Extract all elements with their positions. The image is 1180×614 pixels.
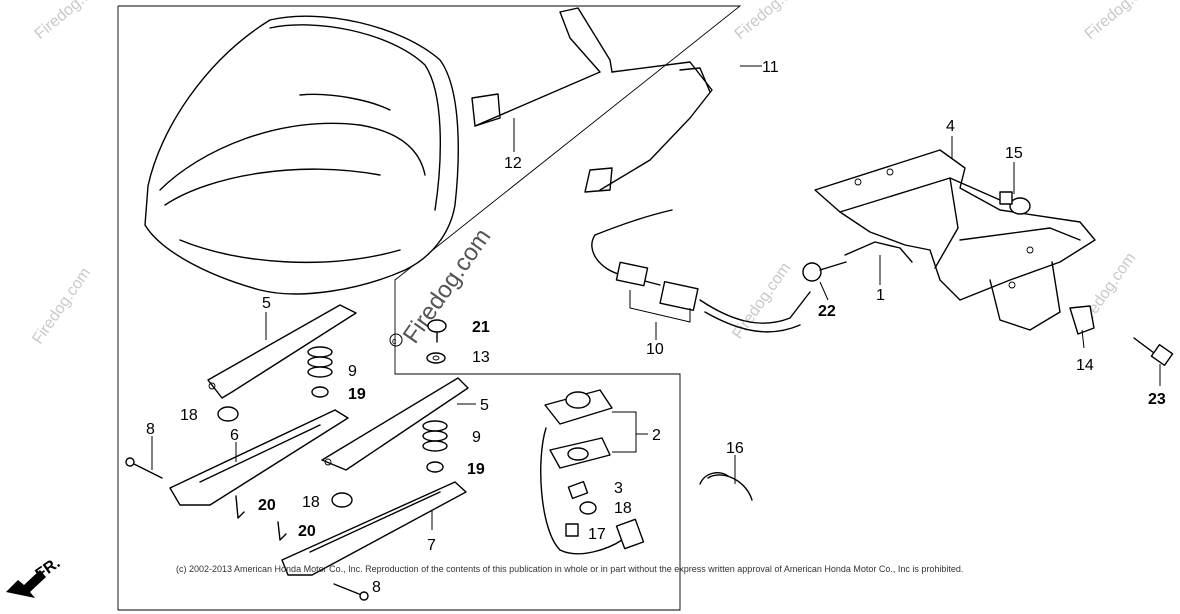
- callout-17: 17: [588, 526, 606, 543]
- copyright-symbol: c: [389, 333, 403, 347]
- watermark-small: Firedog.com: [1082, 0, 1161, 43]
- callout-16: 16: [726, 440, 744, 457]
- nut-18c: [579, 501, 597, 515]
- seat-switch-2: [540, 389, 645, 555]
- callout-labels: 1 2 3 4 5 5 6 7 8 8 9 9 10 11 12 13 14 1…: [146, 59, 1166, 596]
- callout-11: 11: [762, 59, 779, 76]
- clip-14: [1069, 305, 1095, 335]
- seat-belt: [591, 209, 811, 333]
- watermark-small: Firedog.com: [732, 0, 811, 43]
- callout-4: 4: [946, 118, 955, 135]
- callout-19a: 19: [348, 386, 366, 403]
- svg-text:c: c: [392, 336, 397, 346]
- callout-8a: 8: [146, 421, 155, 438]
- callout-1: 1: [876, 287, 885, 304]
- clamp-3: [567, 480, 589, 500]
- lower-rail-6: [169, 409, 349, 506]
- callout-18a: 18: [180, 407, 198, 424]
- assembly-outlines: [117, 5, 762, 611]
- bolt-22: [802, 261, 847, 282]
- direction-arrow: FR.: [6, 555, 63, 598]
- callout-9b: 9: [472, 429, 481, 446]
- callout-21: 21: [472, 319, 490, 336]
- callout-15: 15: [1005, 145, 1023, 162]
- callout-12: 12: [504, 155, 522, 172]
- nut-18b: [331, 492, 353, 508]
- callout-14: 14: [1076, 357, 1094, 374]
- washer-13: [426, 352, 446, 364]
- callout-18c: 18: [614, 500, 632, 517]
- callout-18b: 18: [302, 494, 320, 511]
- pin-8a: [125, 457, 163, 479]
- spring-9a: [307, 346, 333, 398]
- callout-20a: 20: [258, 497, 276, 514]
- upper-rail-5b: [321, 377, 469, 471]
- bolt-23: [1133, 337, 1174, 367]
- upper-rail-5a: [207, 304, 357, 399]
- lower-rail-7: [281, 481, 467, 576]
- bolt-21: [427, 319, 447, 343]
- nut-18a: [217, 406, 239, 422]
- callout-3: 3: [614, 480, 623, 497]
- clip-17: [565, 523, 579, 537]
- clip-20b: [277, 521, 287, 541]
- leader-lines: [151, 118, 1161, 530]
- callout-23: 23: [1148, 391, 1166, 408]
- callout-7: 7: [427, 537, 436, 554]
- seat-stay-bars: [471, 7, 713, 193]
- callout-13: 13: [472, 349, 490, 366]
- watermark-small: Firedog.com: [29, 265, 94, 348]
- callout-6: 6: [230, 427, 239, 444]
- callout-22: 22: [818, 303, 836, 320]
- callout-8b: 8: [372, 579, 381, 596]
- callout-5a: 5: [262, 295, 271, 312]
- callout-5b: 5: [480, 397, 489, 414]
- watermark-small: Firedog.com: [32, 0, 111, 43]
- seat-bracket: [814, 149, 1096, 331]
- callout-10: 10: [646, 341, 664, 358]
- callout-2: 2: [652, 427, 661, 444]
- clip-20a: [235, 495, 245, 519]
- copyright-notice: (c) 2002-2013 American Honda Motor Co., …: [176, 564, 963, 574]
- spring-9b: [422, 420, 448, 473]
- callout-20b: 20: [298, 523, 316, 540]
- callout-19b: 19: [467, 461, 485, 478]
- nut-15: [999, 191, 1031, 215]
- callout-9a: 9: [348, 363, 357, 380]
- seat: [144, 15, 459, 295]
- pin-8b: [333, 583, 369, 601]
- clip-16: [699, 472, 753, 501]
